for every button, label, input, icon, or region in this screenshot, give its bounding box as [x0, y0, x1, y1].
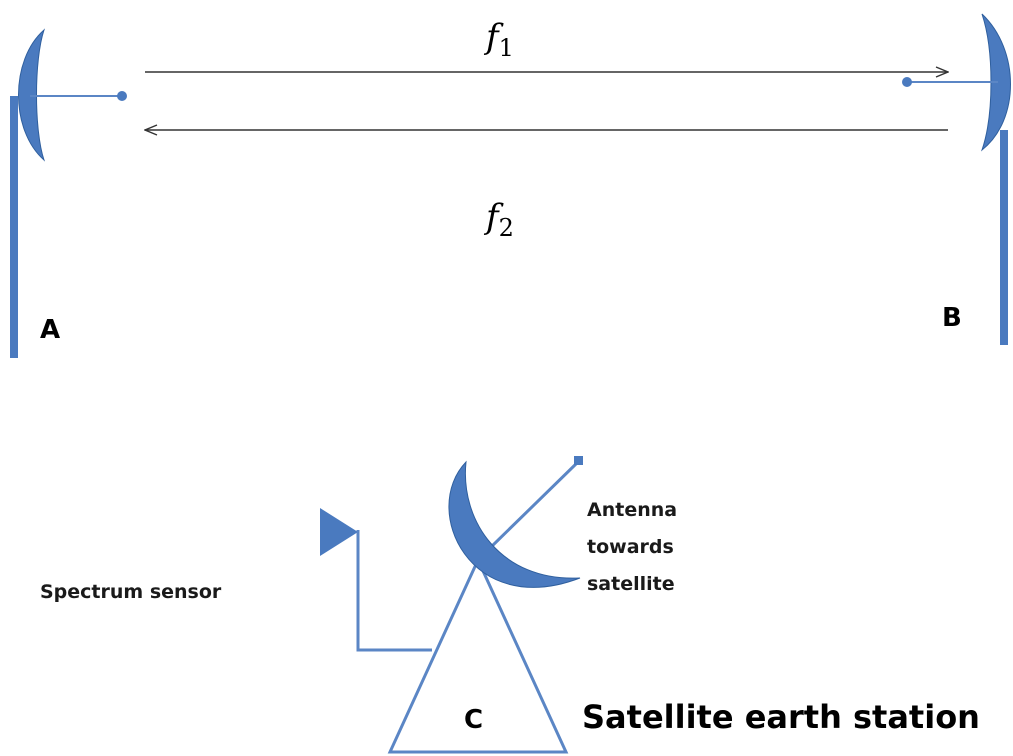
earth-station: C [320, 456, 583, 754]
antenna-feed-arm [488, 460, 580, 550]
earth-station-pedestal [387, 556, 569, 754]
spectrum-sensor-label: Spectrum sensor [40, 581, 222, 603]
station-c-label: C [464, 705, 483, 735]
antenna-label-line3: satellite [587, 573, 675, 595]
station-b-label: B [942, 303, 962, 333]
sensor-mount-line [356, 530, 432, 652]
reverse-frequency-label: f2 [483, 197, 514, 242]
earth-station-title: Satellite earth station [582, 698, 980, 736]
station-a-antenna [10, 28, 127, 358]
reverse-frequency-subscript: 2 [499, 214, 514, 242]
station-a-mast [10, 96, 18, 358]
station-b-mast [1000, 130, 1008, 345]
station-b-feed-dot [902, 77, 912, 87]
station-a-feed-dot [117, 91, 127, 101]
station-a-label: A [40, 315, 60, 345]
satellite-dish-icon [448, 460, 581, 588]
forward-frequency-label: f1 [483, 17, 514, 62]
spectrum-sensor-icon [320, 508, 358, 556]
antenna-label-line1: Antenna [587, 499, 677, 521]
antenna-label-line2: towards [587, 536, 674, 558]
station-b-antenna [902, 13, 1011, 345]
antenna-feed-tip [574, 456, 583, 465]
forward-frequency-subscript: 1 [499, 34, 514, 62]
